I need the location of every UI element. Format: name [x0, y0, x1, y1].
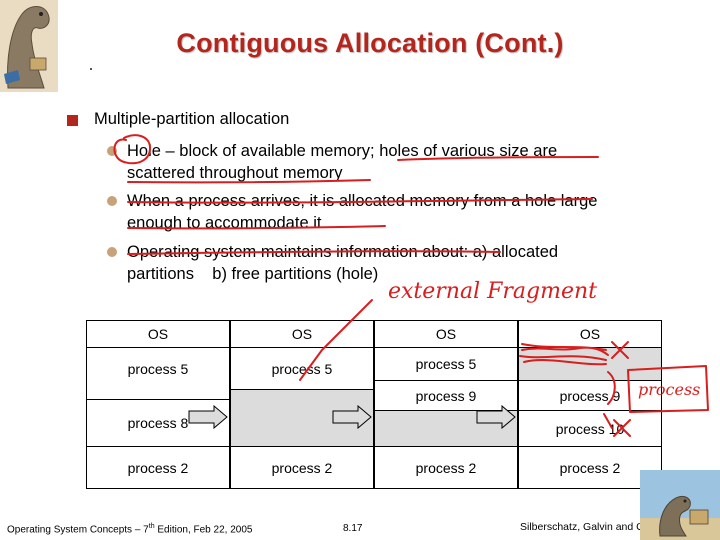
square-bullet-icon — [67, 115, 78, 126]
process-cell: process 9 — [519, 380, 661, 410]
blank-cell — [87, 389, 229, 399]
sub-bullet-text: When a process arrives, it is allocated … — [127, 190, 617, 234]
process-cell: process 5 — [231, 347, 373, 389]
process-cell: process 2 — [87, 446, 229, 489]
right-arrow-icon — [188, 405, 228, 429]
memory-column-4: OS process 9 process 10 process 2 — [518, 320, 662, 489]
right-arrow-icon — [332, 405, 372, 429]
os-cell: OS — [375, 321, 517, 347]
round-bullet-icon — [107, 146, 117, 156]
os-cell: OS — [519, 321, 661, 347]
hole-cell — [519, 347, 661, 380]
process-cell: process 2 — [375, 446, 517, 489]
round-bullet-icon — [107, 196, 117, 206]
footer-edition-prefix: Operating System Concepts – 7 — [7, 524, 149, 535]
right-arrow-icon — [476, 405, 516, 429]
page-number: 8.17 — [343, 523, 362, 534]
sub-bullet-text: Hole – block of available memory; holes … — [127, 140, 617, 184]
sub-bullet-text: Operating system maintains information a… — [127, 241, 617, 285]
process-cell: process 2 — [231, 446, 373, 489]
footer-edition: Operating System Concepts – 7th Edition,… — [7, 523, 252, 535]
dinosaur-footer-icon — [640, 470, 720, 540]
footer-edition-suffix: Edition, Feb 22, 2005 — [155, 524, 253, 535]
process-cell: process 5 — [375, 347, 517, 380]
process-cell: process 5 — [87, 347, 229, 389]
process-cell: process 10 — [519, 410, 661, 446]
os-cell: OS — [231, 321, 373, 347]
os-cell: OS — [87, 321, 229, 347]
round-bullet-icon — [107, 247, 117, 257]
main-bullet-text: Multiple-partition allocation — [94, 110, 289, 129]
slide-title: Contiguous Allocation (Cont.) — [0, 28, 720, 59]
decorative-dot — [90, 68, 92, 70]
